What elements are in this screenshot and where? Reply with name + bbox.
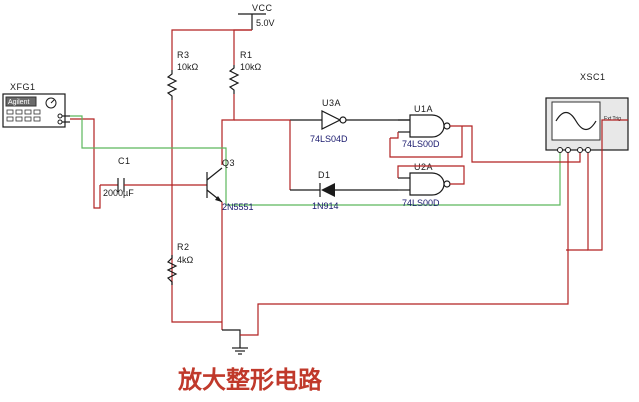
wire-xfg-to-c1	[70, 118, 101, 209]
function-generator-xfg1[interactable]: XFG1 Agilent	[2, 82, 70, 128]
vcc-value: 5.0V	[256, 18, 275, 28]
resistor-r2[interactable]: R2 4kΩ	[166, 242, 194, 285]
wire-r3-to-r2	[171, 100, 222, 323]
r3-value: 10kΩ	[177, 62, 199, 72]
u3a-part: 74LS04D	[310, 134, 348, 144]
diode-d1[interactable]: D1 1N914	[290, 170, 398, 211]
oscilloscope-xsc1[interactable]: XSC1 Ext Trig	[545, 72, 629, 153]
resistor-r1[interactable]: R1 10kΩ	[228, 50, 262, 94]
wire-r1-collector	[221, 94, 235, 165]
diagram-caption: 放大整形电路	[177, 366, 323, 394]
vcc-rail-left	[171, 29, 252, 70]
ground-symbol	[222, 329, 248, 355]
u1a-part: 74LS00D	[402, 139, 440, 149]
wire-green-signal	[70, 115, 561, 206]
resistor-r3[interactable]: R3 10kΩ	[166, 50, 199, 100]
xfg1-ref: XFG1	[10, 82, 36, 92]
vcc-supply[interactable]: VCC 5.0V	[238, 3, 275, 30]
nand-gate-u2a[interactable]: U2A 74LS00D	[398, 162, 451, 208]
r2-ref: R2	[177, 242, 190, 252]
wire-latch-upper-in	[390, 132, 399, 139]
nand-gate-u1a[interactable]: U1A 74LS00D	[398, 104, 451, 149]
c1-value: 2000µF	[103, 188, 134, 198]
wire-scope-b-return	[587, 119, 628, 251]
wire-latch-upper	[389, 126, 463, 158]
xsc1-ext-trig: Ext Trig	[604, 116, 621, 122]
q3-part: 2N5551	[222, 202, 254, 212]
u1a-ref: U1A	[414, 104, 433, 114]
r2-value: 4kΩ	[177, 255, 194, 265]
q3-ref: Q3	[222, 158, 235, 168]
r3-ref: R3	[177, 50, 190, 60]
xfg1-brand: Agilent	[8, 99, 29, 106]
r1-ref: R1	[240, 50, 253, 60]
capacitor-c1[interactable]: C1 2000µF	[103, 156, 134, 198]
d1-ref: D1	[318, 170, 331, 180]
wire-u1a-out-scope	[450, 125, 581, 163]
u2a-ref: U2A	[414, 162, 433, 172]
d1-part: 1N914	[312, 201, 339, 211]
xsc1-ref: XSC1	[580, 72, 606, 82]
transistor-q3[interactable]: Q3 2N5551	[206, 158, 254, 212]
r1-value: 10kΩ	[240, 62, 262, 72]
inverter-u3a[interactable]: U3A 74LS04D	[290, 98, 348, 144]
vcc-name: VCC	[252, 3, 273, 13]
u3a-ref: U3A	[322, 98, 341, 108]
u2a-part: 74LS00D	[402, 198, 440, 208]
vcc-rail-right	[233, 29, 252, 65]
wire-ground-to-scope	[240, 150, 569, 336]
c1-ref: C1	[118, 156, 131, 166]
wire-latch-lower	[397, 165, 465, 185]
